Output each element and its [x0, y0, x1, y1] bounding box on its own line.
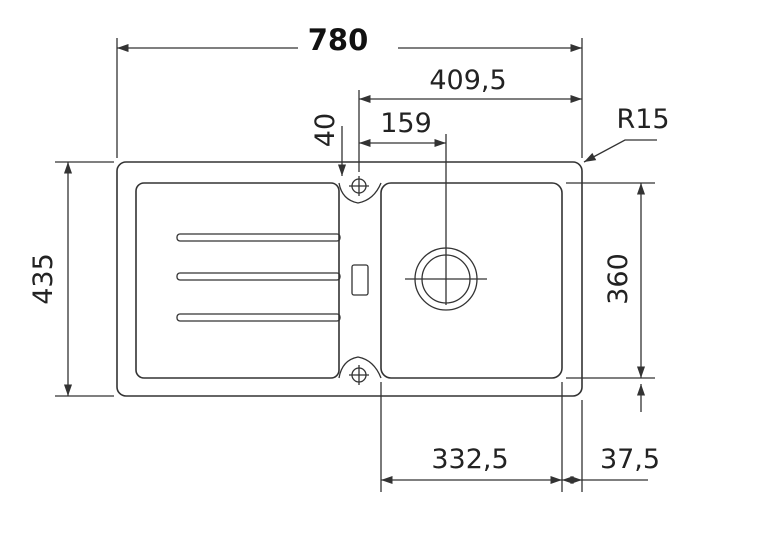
sink-outer-outline [116, 161, 583, 397]
divider-bottom-curve [338, 356, 382, 379]
bowl-width-label: 332,5 [431, 444, 508, 475]
drainer-rib [176, 233, 341, 242]
dimension-bowl-depth: 360 [566, 182, 655, 379]
corner-radius-label: R15 [616, 104, 669, 135]
drainer-board [135, 182, 340, 379]
dimension-total-width: 780 [116, 23, 583, 158]
sink-bowl [380, 182, 563, 379]
dimension-corner-radius: R15 [583, 104, 670, 163]
tap-offset-label: 40 [310, 113, 341, 147]
overflow-slot [351, 264, 369, 296]
total-width-label: 780 [308, 23, 369, 57]
tap-hole [349, 176, 369, 196]
edge-margin-label: 37,5 [600, 444, 660, 475]
drainer-rib [176, 313, 341, 322]
sink-body [116, 161, 583, 397]
rear-tap-hole [349, 365, 369, 385]
dimension-total-depth: 435 [28, 161, 114, 397]
bowl-depth-label: 360 [603, 253, 634, 305]
drainer-rib [176, 272, 341, 281]
total-depth-label: 435 [28, 253, 59, 305]
dimension-drain-offset: 159 [359, 108, 447, 305]
drainer-ribs [176, 233, 341, 322]
drain-offset-label: 159 [380, 108, 432, 139]
dimension-edge-margin: 37,5 [562, 384, 660, 492]
dimension-bowl-offset-width: 409,5 [358, 65, 582, 172]
bowl-offset-width-label: 409,5 [429, 65, 506, 96]
dimension-tap-offset: 40 [310, 113, 347, 176]
dimension-bowl-width: 332,5 [380, 382, 563, 492]
divider-top-curve [338, 182, 382, 204]
